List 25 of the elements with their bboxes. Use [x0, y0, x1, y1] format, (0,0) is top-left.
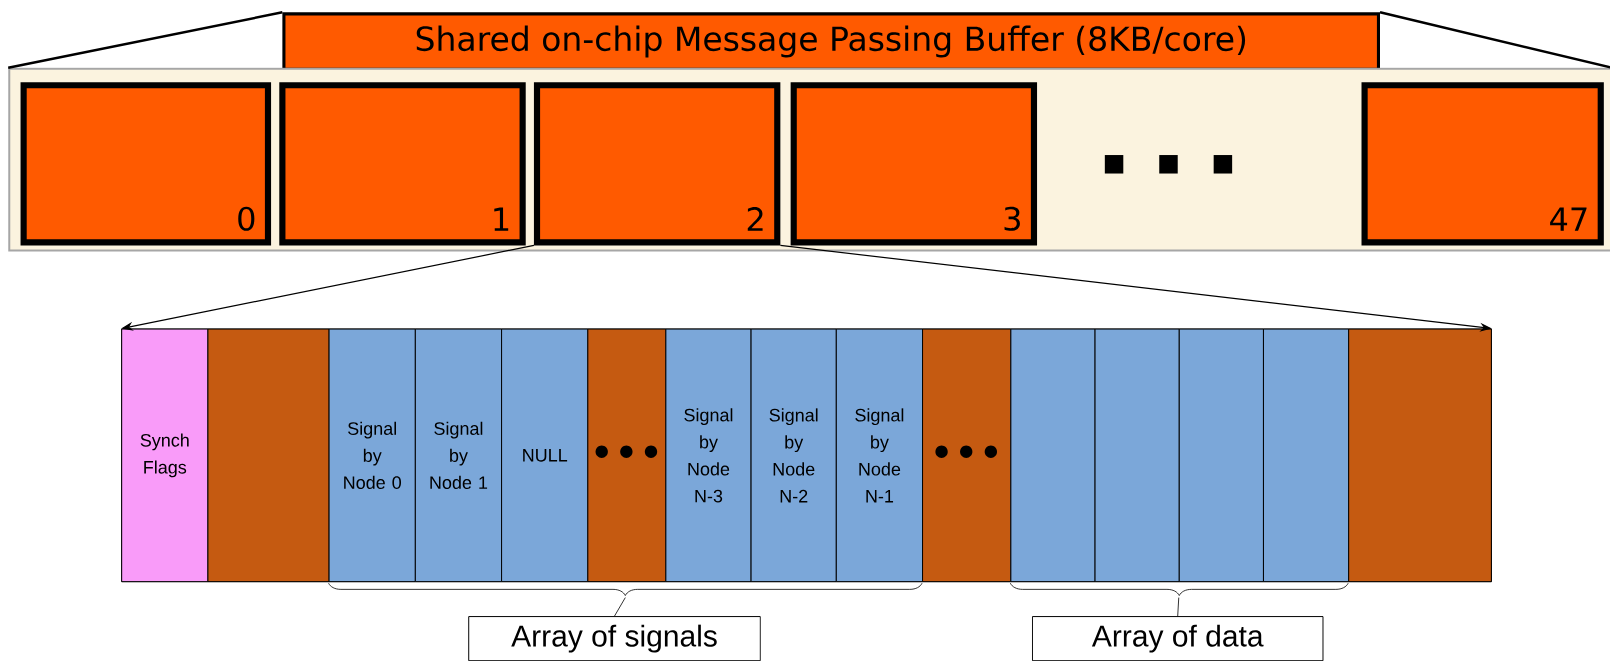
array-label-box: Array of data: [1031, 616, 1324, 661]
memory-cell: [1262, 328, 1350, 583]
core-buffer-box: 47: [1361, 82, 1604, 246]
memory-cell: [1010, 328, 1096, 583]
memory-cell: [207, 328, 330, 583]
array-label-box: Array of signals: [468, 616, 761, 661]
core-buffer-box: 0: [20, 82, 272, 246]
memory-cell: [1348, 328, 1492, 583]
memory-cell: NULL: [501, 328, 589, 583]
perspective-line: [1379, 11, 1610, 69]
memory-cell: [1094, 328, 1180, 583]
memory-cell: Signal by Node 1: [414, 328, 503, 583]
core-buffer-box: 2: [533, 82, 781, 246]
perspective-line: [8, 11, 283, 69]
core-buffer-box: 1: [279, 82, 526, 246]
banner: Shared on-chip Message Passing Buffer (8KB/core): [282, 12, 1380, 71]
memory-cell: Signal by Node N-1: [835, 328, 924, 583]
memory-cell: Signal by Node N-2: [750, 328, 837, 583]
memory-cell: Synch Flags: [121, 328, 209, 583]
core-buffer-box: 3: [790, 82, 1038, 246]
memory-cell: Signal by Node N-3: [665, 328, 752, 583]
ellipsis-cell: [922, 328, 1012, 583]
memory-cell: [1178, 328, 1264, 583]
memory-cell: Signal by Node 0: [328, 328, 416, 583]
ellipsis-cell: [587, 328, 667, 583]
